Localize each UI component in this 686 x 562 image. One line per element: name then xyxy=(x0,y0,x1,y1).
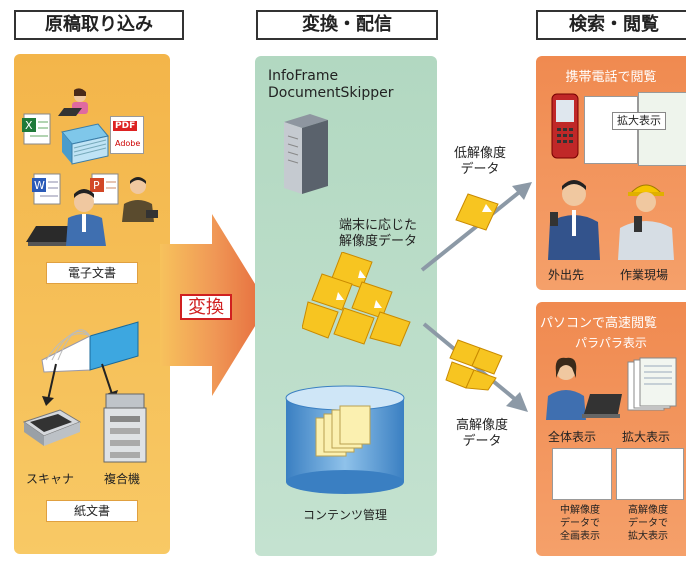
device-resolution-caption: 端末に応じた 解像度データ xyxy=(318,218,438,250)
content-storage-icon xyxy=(285,385,405,494)
businessman-laptop-icon xyxy=(26,189,106,246)
pdf-icon: PDF Adobe xyxy=(110,116,144,154)
file-stack-icon xyxy=(61,123,109,165)
pc-mid-line3: 全画表示 xyxy=(560,531,600,542)
out-of-office-label: 外出先 xyxy=(548,268,585,282)
multifunction-label: 複合機 xyxy=(104,472,141,486)
pc-mid-line1: 中解像度 xyxy=(560,505,600,516)
server-name-line2: DocumentSkipper xyxy=(268,85,394,101)
low-res-line1: 低解像度 xyxy=(453,146,506,161)
pc-high-res-caption: 高解像度 データで 拡大表示 xyxy=(614,504,682,543)
pc-title: パソコンで高速閲覧 xyxy=(540,316,658,331)
pc-zoom-view-label: 拡大表示 xyxy=(622,430,671,444)
pc-panel xyxy=(536,302,686,556)
svg-text:W: W xyxy=(34,179,45,192)
high-res-data-icon xyxy=(445,339,503,391)
pc-high-res-thumb xyxy=(616,448,684,500)
multifunction-printer-icon xyxy=(103,393,147,463)
pdf-badge: PDF xyxy=(113,121,138,131)
open-book-icon xyxy=(41,321,139,373)
mobile-zoom-tag: 拡大表示 xyxy=(612,112,666,130)
work-site-label: 作業現場 xyxy=(620,268,669,282)
pc-full-view-label: 全体表示 xyxy=(548,430,597,444)
server-product-name: InfoFrame DocumentSkipper xyxy=(268,68,394,102)
pc-mid-res-thumb xyxy=(552,448,612,500)
pc-high-line3: 拡大表示 xyxy=(628,531,668,542)
pc-flip-label: パラパラ表示 xyxy=(575,336,647,350)
scanner-label: スキャナ xyxy=(26,472,75,486)
mobile-doc-thumb-1 xyxy=(584,96,638,164)
svg-text:X: X xyxy=(25,119,33,132)
office-worker-icon xyxy=(58,88,88,116)
pc-user-icon xyxy=(546,357,622,420)
scanner-icon xyxy=(22,409,82,446)
pc-high-line2: データで xyxy=(628,518,668,529)
header-intake: 原稿取り込み xyxy=(14,10,184,40)
high-res-line1: 高解像度 xyxy=(455,418,508,433)
pc-flip-pages-icon xyxy=(627,357,677,411)
paper-docs-label: 紙文書 xyxy=(46,500,138,522)
low-res-data-icon xyxy=(455,193,499,231)
pc-mid-line2: データで xyxy=(560,518,600,529)
mobile-phone-icon xyxy=(551,93,579,159)
businessman-icon xyxy=(122,177,158,222)
high-res-caption: 高解像度 データ xyxy=(440,418,524,450)
server-name-line1: InfoFrame xyxy=(268,68,339,84)
header-browse: 検索・閲覧 xyxy=(536,10,686,40)
word-icon: W xyxy=(32,173,61,205)
low-res-line2: データ xyxy=(460,162,500,177)
out-of-office-person-icon xyxy=(548,180,600,260)
construction-worker-icon xyxy=(618,184,674,260)
svg-text:P: P xyxy=(93,179,100,192)
adobe-label: Adobe xyxy=(115,139,141,148)
storage-label: コンテンツ管理 xyxy=(302,508,387,522)
device-res-line2: 解像度データ xyxy=(338,234,417,249)
pc-high-line1: 高解像度 xyxy=(628,505,668,516)
document-tiles-icon xyxy=(302,252,411,347)
convert-label: 変換 xyxy=(180,294,232,320)
server-icon xyxy=(284,114,328,194)
powerpoint-icon: P xyxy=(90,173,119,205)
pc-mid-res-caption: 中解像度 データで 全画表示 xyxy=(546,504,614,543)
excel-icon: X xyxy=(22,113,51,145)
low-res-caption: 低解像度 データ xyxy=(440,146,520,178)
mobile-title: 携帯電話で閲覧 xyxy=(565,70,657,85)
header-convert: 変換・配信 xyxy=(256,10,438,40)
electronic-docs-label: 電子文書 xyxy=(46,262,138,284)
high-res-line2: データ xyxy=(462,434,502,449)
low-res-arrow xyxy=(420,182,532,272)
device-res-line1: 端末に応じた xyxy=(338,218,417,233)
